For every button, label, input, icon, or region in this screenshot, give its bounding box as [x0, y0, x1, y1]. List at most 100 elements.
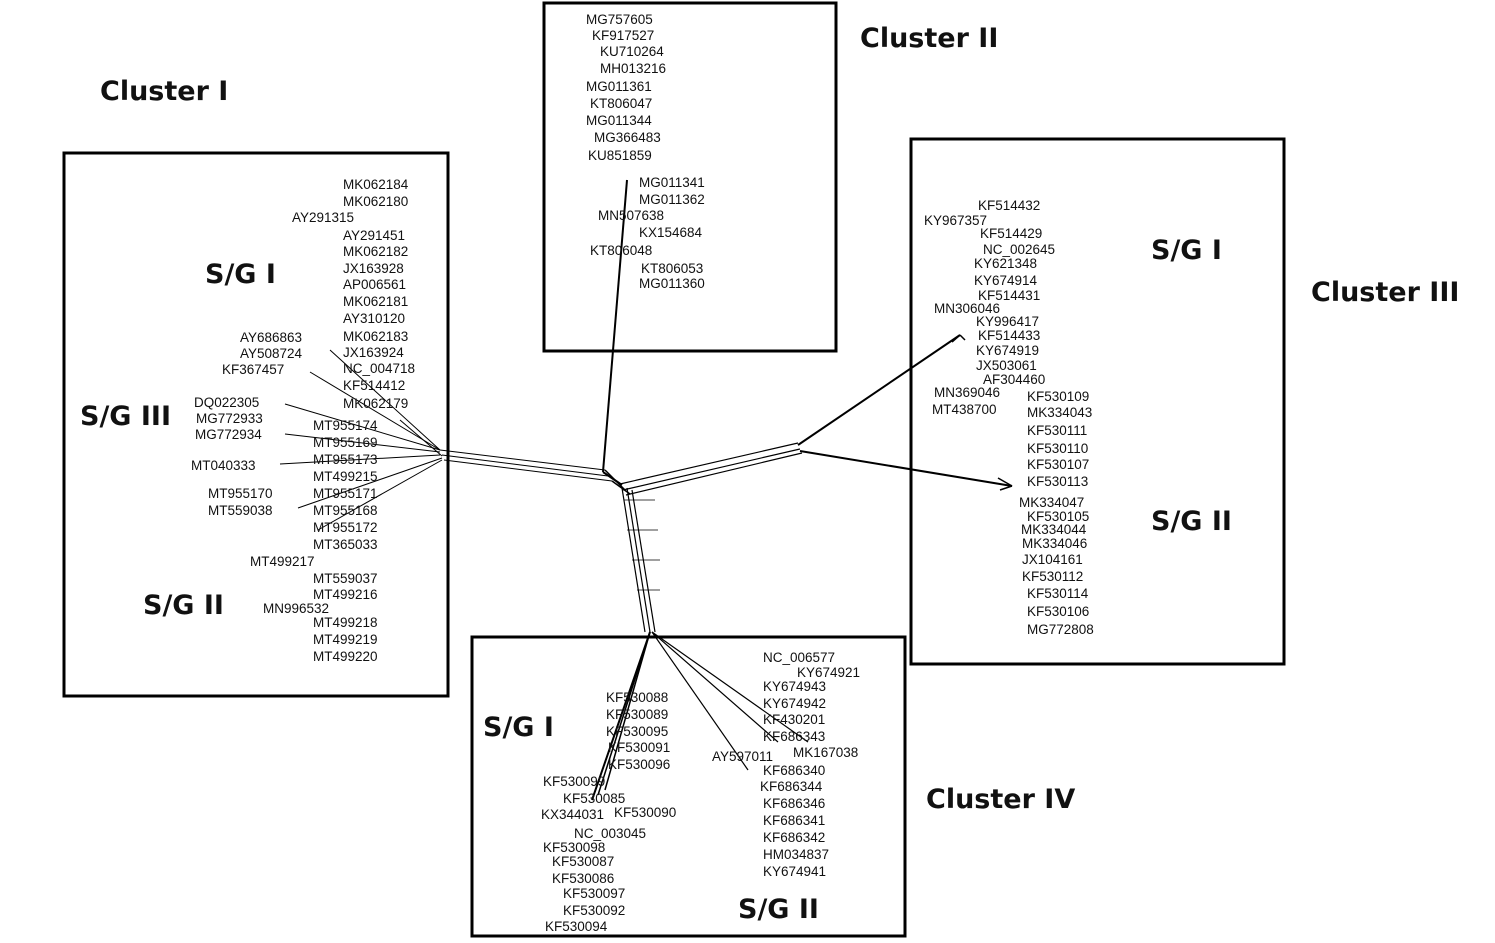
accession-label: MT955170 — [208, 486, 273, 501]
branch-line — [625, 452, 803, 496]
accession-label: MK062182 — [343, 244, 408, 259]
accession-label: KF686346 — [763, 796, 825, 811]
accession-label: AY291315 — [292, 210, 354, 225]
c4-subgroup-label: S/G II — [738, 894, 819, 925]
accession-label: MN369046 — [934, 385, 1000, 400]
accession-label: KF686340 — [763, 763, 825, 778]
cluster-box-1 — [62, 151, 450, 698]
accession-label: MK062184 — [343, 177, 409, 192]
branch-line — [619, 442, 799, 485]
branch-line — [317, 459, 443, 531]
accession-label: KF530086 — [552, 871, 614, 886]
cluster-box-3 — [909, 137, 1286, 666]
accession-label: KU851859 — [588, 148, 652, 163]
accession-label: KF530096 — [608, 757, 670, 772]
accession-label: MG772808 — [1027, 622, 1094, 637]
accession-label: MK334043 — [1027, 405, 1092, 420]
accession-label: JX503061 — [976, 358, 1037, 373]
branch-line — [959, 334, 966, 341]
accession-label: KY674921 — [797, 665, 860, 680]
branch-line — [297, 457, 443, 509]
accession-label: MG757605 — [586, 12, 653, 27]
accession-label: MT499216 — [313, 587, 378, 602]
accession-label: MT499217 — [250, 554, 315, 569]
accession-label: MK062180 — [343, 194, 408, 209]
accession-label: HM034837 — [763, 847, 829, 862]
accession-label: MG772934 — [195, 427, 262, 442]
branch-line — [309, 371, 441, 451]
accession-label: MT499218 — [313, 615, 378, 630]
branch-line — [602, 179, 628, 473]
accession-label: KY674942 — [763, 696, 826, 711]
accession-label: KF530112 — [1022, 569, 1083, 584]
accession-label: MT955168 — [313, 503, 378, 518]
accession-label: KF530090 — [614, 805, 676, 820]
c4-subgroup-label: S/G I — [483, 712, 554, 743]
accession-label: KF530089 — [606, 707, 668, 722]
branch-line — [651, 631, 749, 771]
accession-label: AF304460 — [983, 372, 1045, 387]
cluster-title-4: Cluster IV — [926, 784, 1075, 815]
accession-label: KF686341 — [763, 813, 825, 828]
branch-line — [651, 631, 779, 743]
accession-label: KX154684 — [639, 225, 703, 240]
accession-label: KF530094 — [545, 919, 608, 934]
accession-label: MT499220 — [313, 649, 378, 664]
accession-label: NC_003045 — [574, 826, 646, 841]
accession-label: MN306046 — [934, 301, 1000, 316]
branch-line — [797, 334, 961, 446]
accession-label: KT806047 — [590, 96, 652, 111]
accession-label: AY597011 — [712, 749, 773, 764]
accession-labels: MK062184MK062180AY291315AY291451MK062182… — [191, 12, 1094, 934]
accession-label: KF530105 — [1027, 509, 1089, 524]
accession-label: KF530095 — [606, 724, 668, 739]
accession-label: AY686863 — [240, 330, 302, 345]
branch-line — [399, 419, 443, 457]
accession-label: AY508724 — [240, 346, 303, 361]
accession-label: KF530111 — [1027, 423, 1087, 438]
accession-label: MT559037 — [313, 571, 378, 586]
accession-label: KY674919 — [976, 343, 1039, 358]
accession-label: JX163928 — [343, 261, 404, 276]
accession-label: KF686343 — [763, 729, 825, 744]
accession-label: KF530114 — [1027, 586, 1089, 601]
accession-label: JX163924 — [343, 345, 404, 360]
accession-label: MT365033 — [313, 537, 378, 552]
cluster-title-1: Cluster I — [100, 76, 228, 107]
accession-label: MK167038 — [793, 745, 858, 760]
c1-subgroup-label: S/G III — [80, 401, 171, 432]
accession-label: MK062179 — [343, 396, 408, 411]
accession-label: KF530092 — [563, 903, 625, 918]
network-branches — [279, 179, 1013, 801]
accession-label: MG772933 — [196, 411, 263, 426]
branch-line — [997, 477, 1013, 487]
c1-subgroup-label: S/G I — [205, 259, 276, 290]
accession-label: MT955172 — [313, 520, 378, 535]
accession-label: KF514432 — [978, 198, 1040, 213]
accession-label: MT955174 — [313, 418, 378, 433]
accession-label: MT955171 — [313, 486, 378, 501]
accession-label: KY621348 — [974, 256, 1037, 271]
branch-line — [622, 448, 801, 491]
accession-label: MG011361 — [586, 79, 652, 94]
accession-label: AP006561 — [343, 277, 406, 292]
accession-label: KY996417 — [976, 314, 1039, 329]
accession-label: MG011360 — [639, 276, 705, 291]
branch-line — [284, 433, 441, 453]
accession-label: KY674941 — [763, 864, 826, 879]
accession-label: MG011344 — [586, 113, 652, 128]
accession-label: KX344031 — [541, 807, 604, 822]
accession-label: MT040333 — [191, 458, 256, 473]
accession-label: KF514412 — [343, 378, 405, 393]
accession-label: MT438700 — [932, 402, 997, 417]
branch-line — [999, 485, 1013, 491]
accession-label: KF514429 — [980, 226, 1042, 241]
accession-label: KF530098 — [543, 840, 605, 855]
branch-line — [443, 459, 613, 482]
branch-line — [329, 349, 441, 451]
accession-label: MT499219 — [313, 632, 378, 647]
accession-label: MK334044 — [1021, 522, 1087, 537]
accession-label: MT955173 — [313, 452, 378, 467]
cluster-title-2: Cluster II — [860, 23, 998, 54]
